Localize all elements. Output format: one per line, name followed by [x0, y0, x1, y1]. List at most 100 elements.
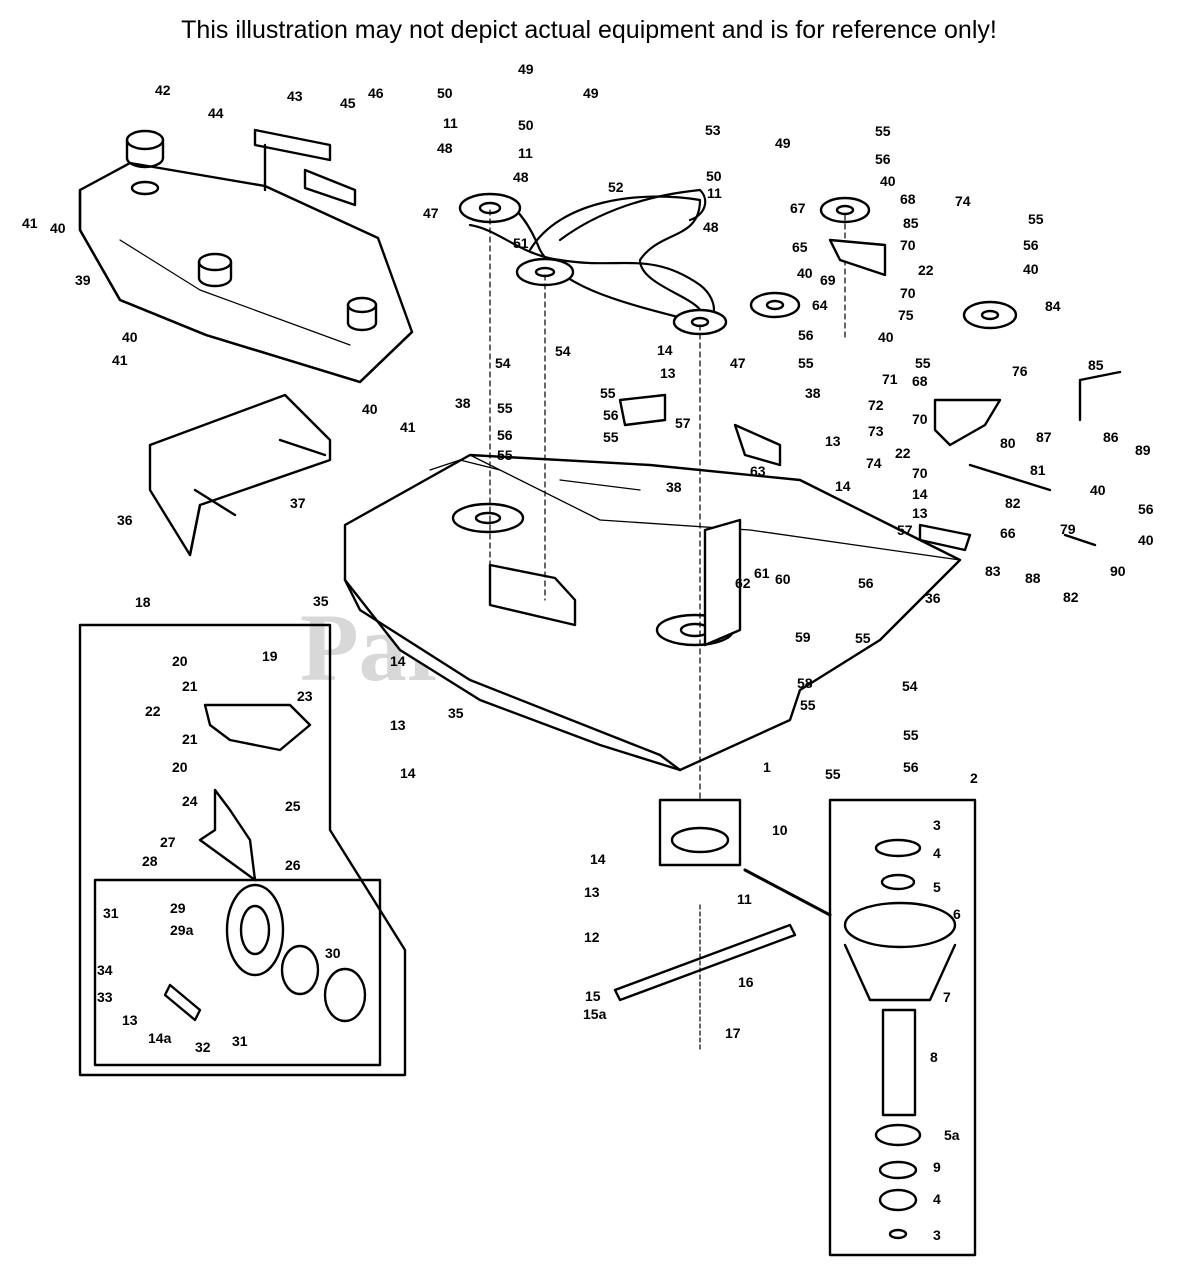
callout-label: 84 — [1045, 298, 1061, 314]
callout-label: 18 — [135, 594, 151, 610]
callout-label: 40 — [122, 329, 138, 345]
callout-label: 86 — [1103, 429, 1119, 445]
callout-label: 29a — [170, 922, 194, 938]
callout-label: 20 — [172, 759, 188, 775]
callout-label: 37 — [290, 495, 306, 511]
pulley-51 — [515, 257, 575, 287]
callout-label: 83 — [985, 563, 1001, 579]
callout-label: 11 — [737, 891, 752, 907]
callout-label: 12 — [584, 929, 600, 945]
callout-label: 47 — [730, 355, 746, 371]
callout-label: 45 — [340, 95, 356, 111]
callout-label: 41 — [22, 215, 38, 231]
callout-label: 1 — [763, 759, 771, 775]
callout-label: 49 — [518, 61, 534, 77]
callout-label: 55 — [600, 385, 616, 401]
callout-label: 88 — [1025, 570, 1041, 586]
callout-label: 80 — [1000, 435, 1016, 451]
callout-label: 21 — [182, 731, 198, 747]
callout-label: 53 — [705, 122, 721, 138]
callout-label: 54 — [495, 355, 511, 371]
callout-label: 63 — [750, 463, 766, 479]
callout-label: 6 — [953, 906, 961, 922]
callout-label: 26 — [285, 857, 301, 873]
callout-label: 33 — [97, 989, 113, 1005]
callout-label: 7 — [943, 989, 951, 1005]
callout-label: 22 — [918, 262, 934, 278]
callout-label: 49 — [583, 85, 599, 101]
callout-label: 35 — [313, 593, 329, 609]
callout-label: 40 — [1138, 532, 1154, 548]
callout-label: 10 — [772, 822, 788, 838]
baffle-part-36 — [148, 393, 332, 557]
callout-label: 70 — [912, 411, 928, 427]
callout-label: 16 — [738, 974, 754, 990]
callout-label: 55 — [915, 355, 931, 371]
callout-label: 40 — [880, 173, 896, 189]
callout-label: 29 — [170, 900, 186, 916]
callout-label: 64 — [812, 297, 828, 313]
callout-label: 14 — [912, 486, 928, 502]
callout-label: 56 — [798, 327, 814, 343]
callout-label: 28 — [142, 853, 158, 869]
callout-label: 56 — [903, 759, 919, 775]
callout-label: 20 — [172, 653, 188, 669]
pulley-64 — [749, 291, 801, 319]
callout-label: 79 — [1060, 521, 1076, 537]
spindle-housing-and-blade — [613, 798, 832, 1051]
callout-label: 34 — [97, 962, 113, 978]
callout-label: 68 — [912, 373, 928, 389]
callout-label: 55 — [825, 766, 841, 782]
callout-label: 4 — [933, 845, 941, 861]
pulley-47-left — [458, 192, 522, 224]
callout-label: 14 — [835, 478, 851, 494]
callout-label: 17 — [725, 1025, 741, 1041]
callout-labels: 42 44 43 45 46 41 40 39 40 41 40 41 36 3… — [22, 61, 1154, 1243]
callout-label: 55 — [603, 429, 619, 445]
callout-label: 41 — [400, 419, 416, 435]
callout-label: 57 — [897, 522, 913, 538]
callout-label: 75 — [898, 307, 914, 323]
callout-label: 54 — [902, 678, 918, 694]
callout-label: 72 — [868, 397, 884, 413]
callout-label: 19 — [262, 648, 278, 664]
callout-label: 13 — [122, 1012, 138, 1028]
callout-label: 9 — [933, 1159, 941, 1175]
callout-label: 40 — [1023, 261, 1039, 277]
callout-label: 59 — [795, 629, 811, 645]
callout-label: 13 — [912, 505, 928, 521]
callout-label: 48 — [437, 140, 453, 156]
callout-label: 70 — [900, 285, 916, 301]
callout-label: 69 — [820, 272, 836, 288]
callout-label: 70 — [900, 237, 916, 253]
callout-label: 54 — [555, 343, 571, 359]
callout-label: 4 — [933, 1191, 941, 1207]
callout-label: 5 — [933, 879, 941, 895]
pulley-84 — [962, 300, 1018, 330]
callout-label: 31 — [232, 1033, 248, 1049]
deck-cover-part-39 — [78, 129, 414, 384]
callout-label: 56 — [875, 151, 891, 167]
callout-label: 55 — [800, 697, 816, 713]
callout-label: 61 — [754, 565, 770, 581]
callout-label: 66 — [1000, 525, 1016, 541]
callout-label: 55 — [875, 123, 891, 139]
callout-label: 15a — [583, 1006, 607, 1022]
pulley-67 — [819, 196, 871, 224]
callout-label: 14 — [590, 851, 606, 867]
callout-label: 2 — [970, 770, 978, 786]
callout-label: 46 — [368, 85, 384, 101]
callout-label: 40 — [50, 220, 66, 236]
callout-label: 55 — [855, 630, 871, 646]
callout-label: 58 — [797, 675, 813, 691]
callout-label: 42 — [155, 82, 171, 98]
callout-label: 67 — [790, 200, 806, 216]
callout-label: 11 — [518, 145, 533, 161]
callout-label: 68 — [900, 191, 916, 207]
callout-label: 51 — [513, 235, 529, 251]
callout-label: 56 — [603, 407, 619, 423]
callout-label: 38 — [805, 385, 821, 401]
callout-label: 85 — [1088, 357, 1104, 373]
callout-label: 32 — [195, 1039, 211, 1055]
